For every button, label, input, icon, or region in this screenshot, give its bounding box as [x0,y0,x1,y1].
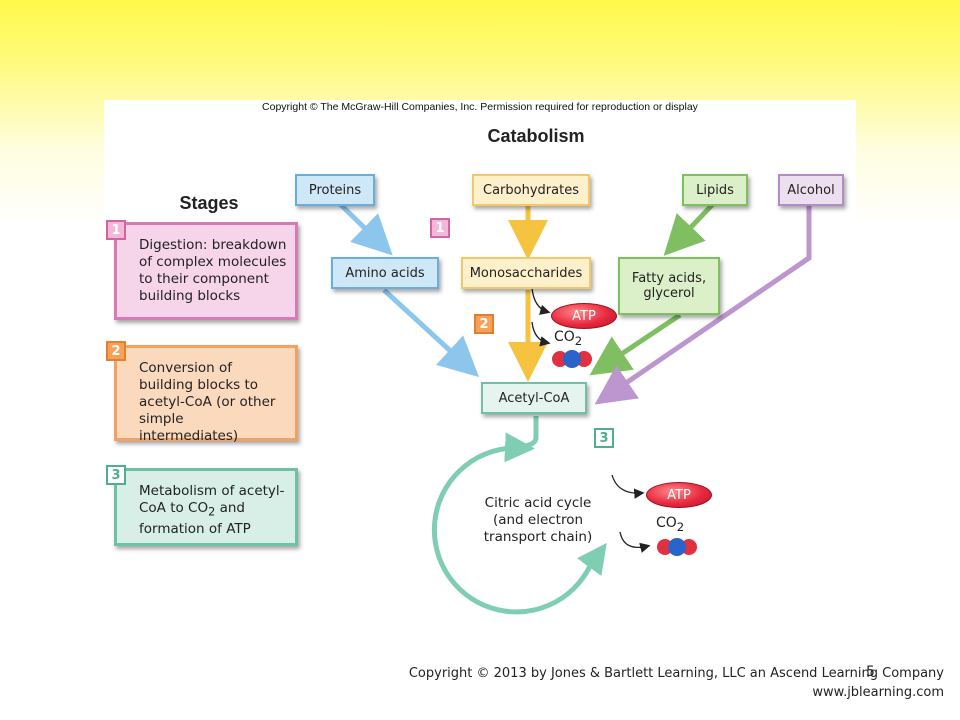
arrow-to-co2-stage3 [619,531,651,553]
step-badge-3: 3 [594,428,614,448]
monosaccharides-box: Monosaccharides [461,257,591,289]
copyright-top: Copyright © The McGraw-Hill Companies, I… [262,101,698,113]
co2-molecule-icon [657,538,697,556]
stage-2-badge: 2 [106,341,126,361]
citric-acid-cycle-ring [431,432,593,615]
arrow-fatty-acids-to-acetyl-coa [589,312,682,376]
step-badge-1: 1 [430,218,450,238]
atp-badge: ATP [646,482,712,508]
page-number: 5 [866,664,875,680]
fatty-acids-label: Fatty acids, glycerol [631,271,707,301]
stage-2-box: Conversion of building blocks to acetyl-… [114,345,298,444]
cycle-arrow-head [577,542,607,576]
connector-acetyl-coa-to-cycle [518,416,539,450]
co2-text: CO [656,515,677,531]
arrow-to-co2-stage2 [531,321,551,347]
co2-subscript: 2 [574,333,583,348]
amino-acids-label: Amino acids [345,265,425,281]
diagram-title: Catabolism [487,126,585,146]
proteins-label: Proteins [308,182,362,198]
stage-3-text-after: and formation of ATP [139,500,251,537]
arrow-proteins-to-amino-acids [338,202,393,256]
atp-badge: ATP [551,303,617,329]
stages-heading: Stages [179,193,239,213]
lipids-box: Lipids [682,174,748,206]
lipids-label: Lipids [696,182,734,198]
co2-molecule-icon [552,350,592,368]
carbohydrates-label: Carbohydrates [483,182,579,198]
arrow-alcohol-to-acetyl-coa [594,204,812,405]
co2-label: CO2 [656,515,684,534]
acetyl-coa-box: Acetyl-CoA [481,382,587,414]
stage-3-box: Metabolism of acetyl-CoA to CO2 and form… [114,468,298,546]
footer-line-1: Copyright © 2013 by Jones & Bartlett Lea… [408,666,944,681]
arrow-amino-acids-to-acetyl-coa [382,288,480,378]
citric-acid-cycle-label: Citric acid cycle (and electron transpor… [483,495,593,545]
co2-subscript: 2 [676,519,685,534]
co2-label: CO2 [554,329,582,348]
footer-line-2: www.jblearning.com [812,685,944,700]
stage-1-text: Digestion: breakdown of complex molecule… [139,237,287,304]
catabolism-figure: Copyright © The McGraw-Hill Companies, I… [104,100,856,645]
arrow-lipids-to-fatty-acids [663,202,715,256]
arrow-to-atp-stage2 [531,287,551,315]
alcohol-label: Alcohol [787,182,835,198]
monosaccharides-label: Monosaccharides [469,265,583,281]
amino-acids-box: Amino acids [331,257,439,289]
stage-3-subscript: 2 [208,505,216,519]
footer-copyright: Copyright © 2013 by Jones & Bartlett Lea… [409,664,944,702]
arrow-to-atp-stage3 [611,474,645,499]
proteins-box: Proteins [295,174,375,206]
fatty-acids-box: Fatty acids, glycerol [618,257,720,315]
co2-text: CO [554,329,575,345]
stage-3-text: Metabolism of acetyl-CoA to CO [139,483,285,516]
arrows-layer [338,202,812,615]
alcohol-box: Alcohol [778,174,844,206]
step-badge-2: 2 [474,314,494,334]
stage-3-badge: 3 [106,465,126,485]
carbohydrates-box: Carbohydrates [472,174,590,206]
stage-1-badge: 1 [106,220,126,240]
stage-2-text: Conversion of building blocks to acetyl-… [139,360,276,444]
stage-1-box: Digestion: breakdown of complex molecule… [114,222,298,320]
acetyl-coa-label: Acetyl-CoA [498,390,570,406]
